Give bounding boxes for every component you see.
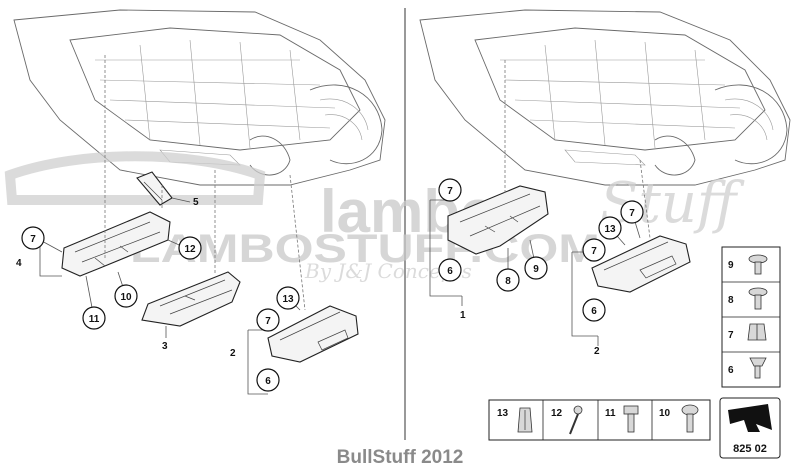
fastener-7-clip-icon — [747, 323, 767, 341]
left-leaders — [39, 55, 306, 395]
svg-text:8: 8 — [505, 276, 511, 287]
fastener-11-screw-icon — [623, 405, 639, 433]
left-callout-6: 6 — [256, 368, 280, 392]
svg-text:6: 6 — [265, 376, 271, 387]
left-callout-7a: 7 — [21, 226, 45, 250]
left-label-5: 5 — [193, 197, 199, 208]
right-callout-13: 13 — [598, 216, 622, 240]
legend-num-12: 12 — [551, 408, 563, 419]
watermark-script: Stuff — [600, 171, 745, 236]
diagram-code: 825 02 — [733, 443, 767, 455]
svg-text:10: 10 — [120, 292, 132, 303]
svg-text:7: 7 — [447, 186, 453, 197]
footer-credit: BullStuff 2012 — [336, 447, 464, 468]
svg-text:9: 9 — [533, 264, 539, 275]
svg-text:13: 13 — [604, 224, 616, 235]
right-callout-7c: 7 — [582, 238, 606, 262]
left-part-3-middle-panel — [141, 271, 241, 327]
svg-text:12: 12 — [184, 244, 196, 255]
right-label-1: 1 — [460, 310, 466, 321]
fastener-8-icon — [748, 287, 768, 310]
svg-text:7: 7 — [265, 316, 271, 327]
legend-num-6: 6 — [728, 365, 734, 376]
left-callout-7b: 7 — [256, 308, 280, 332]
fastener-10-washer-bolt-icon — [681, 404, 699, 433]
left-part-2-rear-panel — [267, 305, 359, 363]
legend-num-8: 8 — [728, 295, 734, 306]
svg-text:6: 6 — [591, 306, 597, 317]
svg-text:11: 11 — [89, 314, 100, 325]
right-part-2-rear-panel — [591, 235, 691, 293]
left-part-4-front-panel — [61, 211, 171, 277]
right-callout-7a: 7 — [438, 178, 462, 202]
svg-text:7: 7 — [629, 208, 635, 219]
left-callout-10: 10 — [114, 284, 138, 308]
legend-num-7: 7 — [728, 330, 734, 341]
legend-num-9: 9 — [728, 260, 734, 271]
right-part-1-front-panel — [447, 185, 549, 255]
right-callout-9a: 9 — [524, 256, 548, 280]
diagram-code-box: 825 02 — [719, 397, 781, 459]
watermark-car-silhouette — [4, 151, 266, 205]
watermark-banner: LAMBOSTUFF.COM — [130, 227, 600, 271]
fastener-12-bolt-icon — [569, 405, 583, 435]
code-arrow-icon — [728, 404, 772, 432]
right-callout-6b: 6 — [582, 298, 606, 322]
svg-text:7: 7 — [591, 246, 597, 257]
svg-text:7: 7 — [30, 234, 36, 245]
left-label-2: 2 — [230, 348, 236, 359]
right-vehicle-outline — [419, 9, 791, 186]
left-label-4: 4 — [16, 258, 22, 269]
left-callout-11: 11 — [82, 306, 106, 330]
svg-text:13: 13 — [282, 294, 294, 305]
fastener-13-clip-icon — [517, 407, 533, 433]
right-callout-7b: 7 — [620, 200, 644, 224]
right-label-2: 2 — [594, 346, 600, 357]
legend-vertical: 9 8 7 6 — [721, 246, 781, 388]
fastener-9-icon — [748, 254, 768, 275]
left-callout-13: 13 — [276, 286, 300, 310]
legend-num-13: 13 — [497, 408, 509, 419]
left-callout-12: 12 — [178, 236, 202, 260]
left-label-3: 3 — [162, 341, 168, 352]
right-callout-6a: 6 — [438, 258, 462, 282]
legend-horizontal: 13 12 11 10 — [488, 399, 711, 441]
svg-text:6: 6 — [447, 266, 453, 277]
right-callout-8a: 8 — [496, 268, 520, 292]
legend-num-11: 11 — [605, 408, 616, 419]
fastener-6-icon — [749, 357, 767, 379]
legend-num-10: 10 — [659, 408, 671, 419]
